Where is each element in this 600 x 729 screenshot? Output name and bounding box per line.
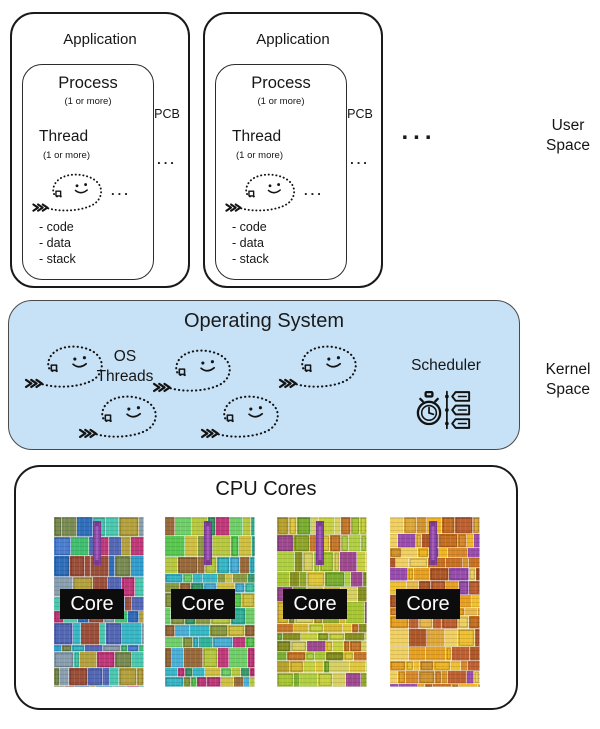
resource-code: - code — [39, 220, 74, 234]
process-box: Process (1 or more) Thread (1 or more) .… — [22, 64, 154, 280]
cpu-die-image-2: Core — [165, 517, 255, 687]
pcb-ellipsis: ... — [350, 152, 370, 167]
process-subtitle: (1 or more) — [64, 96, 112, 107]
pcb-label: PCB — [347, 107, 373, 121]
cpu-die-image-4: Core — [390, 517, 480, 687]
core-label: Core — [60, 589, 124, 619]
resource-data: - data — [39, 236, 71, 250]
kernel-space-label: Kernel Space — [545, 361, 591, 398]
os-threads-label: OS Threads — [96, 348, 154, 385]
core-label: Core — [283, 589, 347, 619]
more-applications-ellipsis: ... — [401, 118, 437, 145]
resource-stack: - stack — [39, 252, 76, 266]
process-box: Process (1 or more) Thread (1 or more) .… — [215, 64, 347, 280]
cpu-cores-box: CPU Cores Core Core Core Core — [14, 465, 518, 710]
die-shot-art — [165, 517, 255, 687]
core-label: Core — [171, 589, 235, 619]
pcb-label: PCB — [154, 107, 180, 121]
application-title: Application — [63, 31, 137, 48]
os-thread-doodle-icon — [199, 389, 287, 443]
scheduler-clock-icon — [415, 389, 473, 431]
cpu-cores-title: CPU Cores — [215, 478, 317, 500]
thread-title: Thread — [39, 128, 89, 145]
cpu-die-image-3: Core — [277, 517, 367, 687]
application-title: Application — [256, 31, 330, 48]
resource-data: - data — [232, 236, 264, 250]
os-thread-doodle-icon — [23, 339, 111, 393]
thread-ellipsis: ... — [111, 183, 131, 198]
thread-subtitle: (1 or more) — [236, 150, 283, 161]
cpu-die-image-1: Core — [54, 517, 144, 687]
os-thread-doodle-icon — [277, 339, 365, 393]
core-label: Core — [396, 589, 460, 619]
process-title: Process — [58, 74, 118, 92]
scheduler-label: Scheduler — [411, 357, 481, 374]
die-shot-art — [390, 517, 480, 687]
user-space-label: User Space — [546, 117, 590, 154]
thread-ellipsis: ... — [304, 183, 324, 198]
application-box-1: Application Process (1 or more) Thread (… — [10, 12, 190, 288]
os-thread-doodle-icon — [77, 389, 165, 443]
thread-doodle-icon — [224, 165, 302, 219]
application-box-2: Application Process (1 or more) Thread (… — [203, 12, 383, 288]
process-title: Process — [251, 74, 311, 92]
os-thread-doodle-icon — [151, 343, 239, 397]
process-subtitle: (1 or more) — [257, 96, 305, 107]
resource-stack: - stack — [232, 252, 269, 266]
thread-doodle-icon — [31, 165, 109, 219]
thread-subtitle: (1 or more) — [43, 150, 90, 161]
os-title: Operating System — [183, 310, 345, 332]
os-box: Operating System OS Threads Scheduler — [8, 300, 520, 450]
thread-title: Thread — [232, 128, 282, 145]
resource-code: - code — [232, 220, 267, 234]
pcb-ellipsis: ... — [157, 152, 177, 167]
